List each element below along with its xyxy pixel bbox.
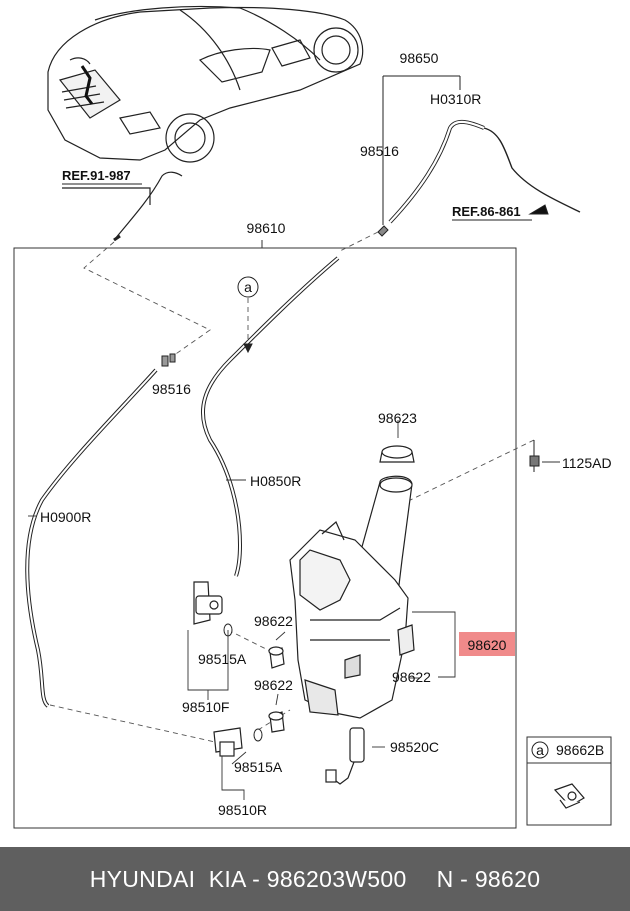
label-98520c: 98520C xyxy=(390,739,439,755)
pump-rear xyxy=(213,727,243,757)
reservoir-highlight xyxy=(459,632,515,656)
label-ref-86-861: REF.86-861 xyxy=(452,204,521,219)
footer-bar: HYUNDAI KIA - 986203W500 N - 98620 xyxy=(0,847,630,911)
footer-brand-part: HYUNDAI KIA - 986203W500 xyxy=(89,865,407,892)
grommet-upper xyxy=(268,646,285,669)
pump-front xyxy=(193,581,223,625)
washer-reservoir xyxy=(289,475,415,719)
label-h0310r: H0310R xyxy=(430,91,481,107)
leader-lines xyxy=(28,420,560,800)
connector-98516-left xyxy=(161,353,176,367)
level-sensor xyxy=(325,727,365,785)
footer-n-number: N - 98620 xyxy=(436,865,541,892)
label-98510r: 98510R xyxy=(218,802,267,818)
label-98515a-rear: 98515A xyxy=(234,759,283,775)
label-98516-top: 98516 xyxy=(360,143,399,159)
guide-lines xyxy=(49,231,535,743)
parts-diagram: a xyxy=(13,5,612,829)
label-98620: 98620 xyxy=(468,637,507,653)
grommet-lower xyxy=(268,711,285,733)
inset-letter: a xyxy=(536,742,544,758)
label-98622-right: 98622 xyxy=(392,669,431,685)
filler-cap xyxy=(379,445,415,463)
label-98610: 98610 xyxy=(247,220,286,236)
bolt-1125ad xyxy=(529,440,540,472)
callout-a: a xyxy=(237,276,259,298)
label-1125ad: 1125AD xyxy=(562,455,612,471)
arrow-marker-a xyxy=(243,343,253,354)
hose-h0850r xyxy=(200,256,340,577)
label-ref-91-987: REF.91-987 xyxy=(62,168,131,183)
label-h0850r: H0850R xyxy=(250,473,301,489)
label-98510f: 98510F xyxy=(182,699,229,715)
clip-icon xyxy=(553,783,585,809)
label-98622-lower: 98622 xyxy=(254,677,293,693)
main-assembly-frame xyxy=(13,240,517,829)
car-illustration xyxy=(47,5,364,163)
top-hose-group xyxy=(377,75,581,237)
label-98623: 98623 xyxy=(378,410,417,426)
svg-text:a: a xyxy=(244,279,252,295)
label-98515a-front: 98515A xyxy=(198,651,247,667)
label-h0900r: H0900R xyxy=(40,509,91,525)
ref-left-hose xyxy=(62,171,183,242)
label-98622-upper: 98622 xyxy=(254,613,293,629)
label-98650: 98650 xyxy=(400,50,439,66)
inset-part-number: 98662B xyxy=(556,742,604,758)
inset-box: a 98662B xyxy=(526,736,612,826)
seal-rear xyxy=(253,728,263,742)
label-98516-left: 98516 xyxy=(152,381,191,397)
hose-h0900r xyxy=(25,368,158,708)
